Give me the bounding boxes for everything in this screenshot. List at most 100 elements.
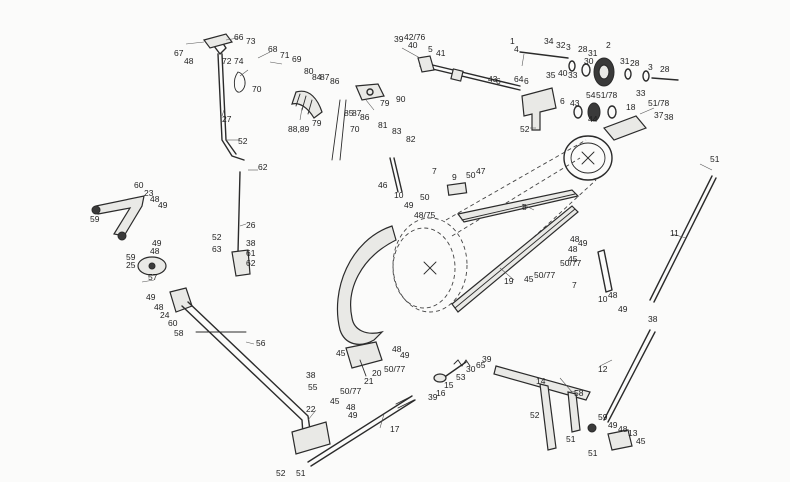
callout: 12 <box>598 364 608 374</box>
callout: 28 <box>660 64 670 74</box>
bracket-22 <box>291 421 331 455</box>
callout: 45 <box>568 254 578 264</box>
callout: 3 <box>648 62 653 72</box>
callout: 30 <box>466 364 476 374</box>
callout: 52 <box>276 468 286 478</box>
rod-26 <box>237 171 241 253</box>
callout: 7 <box>432 166 437 176</box>
callout: 2 <box>606 40 611 50</box>
callout: 68 <box>268 44 278 54</box>
callout: 49 <box>578 238 588 248</box>
callout: 81 <box>378 120 388 130</box>
callout: 35 <box>546 70 556 80</box>
callout: 49 <box>608 420 618 430</box>
callout: 33 <box>568 70 578 80</box>
callout: 46 <box>378 180 388 190</box>
callout: 40 <box>408 40 418 50</box>
callout: 69 <box>292 54 302 64</box>
callout: 33 <box>636 88 646 98</box>
callout: 24 <box>160 310 170 320</box>
callout: 23 <box>144 188 154 198</box>
bracket-24 <box>169 287 193 313</box>
callout: 9 <box>452 172 457 182</box>
callout: 48 <box>608 290 618 300</box>
callout: 17 <box>390 424 400 434</box>
callout: 50/77 <box>384 364 406 374</box>
callout: 47 <box>476 166 486 176</box>
callout: 83 <box>392 126 402 136</box>
pivot-25 <box>137 256 167 276</box>
callout: 34 <box>544 36 554 46</box>
rod-12 <box>603 329 656 423</box>
callout: 63 <box>212 244 222 254</box>
callout: 54 <box>586 90 596 100</box>
rod-70 <box>331 99 347 161</box>
callout: 10 <box>394 190 404 200</box>
bracket-20-21 <box>345 341 383 377</box>
callout: 16 <box>436 388 446 398</box>
callout-labels: 67 48 66 73 72 74 68 71 69 70 27 80 84 8… <box>90 32 720 478</box>
callout: 56 <box>256 338 266 348</box>
rod-17 <box>307 395 416 467</box>
callout: 48 <box>618 424 628 434</box>
frame-14 <box>493 365 591 451</box>
callout: 85 <box>344 108 354 118</box>
callout: 52 <box>212 232 222 242</box>
callout: 38 <box>664 112 674 122</box>
callout: 49 <box>400 350 410 360</box>
callout: 45 <box>330 396 340 406</box>
callout: 59 <box>90 214 100 224</box>
callout: 39 <box>394 34 404 44</box>
plate-13 <box>587 423 633 451</box>
callout: 61 <box>246 248 256 258</box>
callout: 55 <box>308 382 318 392</box>
callout: 79 <box>312 118 322 128</box>
callout: 39 <box>428 392 438 402</box>
callout: 21 <box>364 376 374 386</box>
callout: 48 <box>570 234 580 244</box>
callout: 51 <box>566 434 576 444</box>
callout: 50 <box>420 192 430 202</box>
clip-9 <box>446 182 468 196</box>
link-10-left <box>389 157 403 193</box>
callout: 28 <box>630 58 640 68</box>
callout: 43 <box>488 74 498 84</box>
callout: 51 <box>710 154 720 164</box>
rubber-boot <box>291 90 323 119</box>
upper-pulley <box>563 135 613 181</box>
callout: 74 <box>234 56 244 66</box>
callout: 49 <box>152 238 162 248</box>
callout: 50/77 <box>560 258 582 268</box>
callout: 73 <box>246 36 256 46</box>
callout: 1 <box>510 36 515 46</box>
callout: 50/77 <box>534 270 556 280</box>
callout: 70 <box>350 124 360 134</box>
callout: 80 <box>304 66 314 76</box>
callout: 22 <box>306 404 316 414</box>
callout: 48 <box>392 344 402 354</box>
rod-11 <box>649 175 717 303</box>
callout: 42/76 <box>404 32 426 42</box>
callout: 66 <box>234 32 244 42</box>
callout: 51/78 <box>596 90 618 100</box>
callout: 41 <box>436 48 446 58</box>
callout: 43 <box>570 98 580 108</box>
callout: 25 <box>126 260 136 270</box>
callout: 45 <box>524 274 534 284</box>
bracket-23 <box>91 195 145 241</box>
bracket-61 <box>231 249 251 277</box>
callout: 50/77 <box>340 386 362 396</box>
callout: 27 <box>222 114 232 124</box>
spring-70 <box>233 71 246 93</box>
callout: 37 <box>654 110 664 120</box>
callout: 50 <box>466 170 476 180</box>
callout: 57 <box>148 272 158 282</box>
bellcrank-79 <box>355 83 385 101</box>
callout: 58 <box>174 328 184 338</box>
callout: 51 <box>588 448 598 458</box>
callout: 44 <box>588 114 598 124</box>
callout: 59 <box>126 252 136 262</box>
callout: 88,89 <box>288 124 310 134</box>
